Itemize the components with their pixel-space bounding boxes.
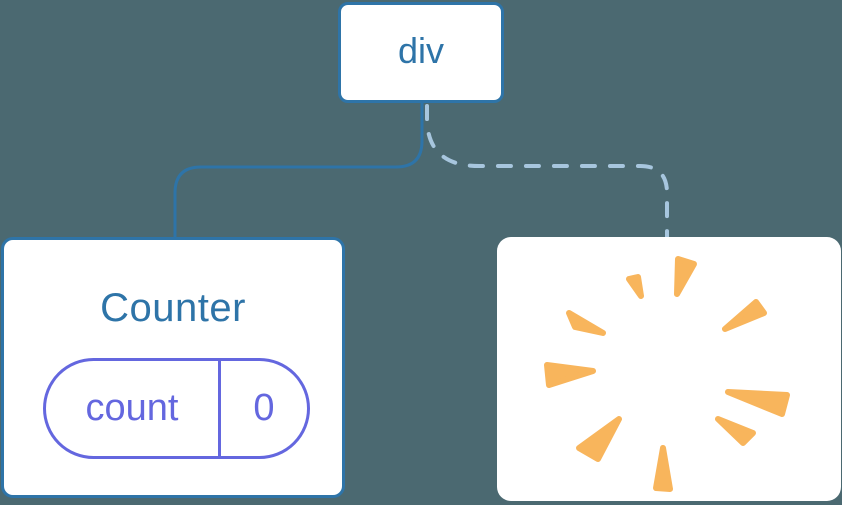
state-key: count [46,361,221,456]
edge-dashed-to-removed [425,104,669,242]
state-value: 0 [253,387,275,429]
poof-icon [544,256,790,492]
node-counter: Counter count 0 [1,237,345,498]
edge-solid-to-counter [173,103,424,240]
node-counter-label: Counter [100,286,246,330]
state-pill: count 0 [43,358,310,459]
node-div: div [338,2,504,103]
node-removed [497,237,841,501]
node-div-label: div [397,29,445,71]
